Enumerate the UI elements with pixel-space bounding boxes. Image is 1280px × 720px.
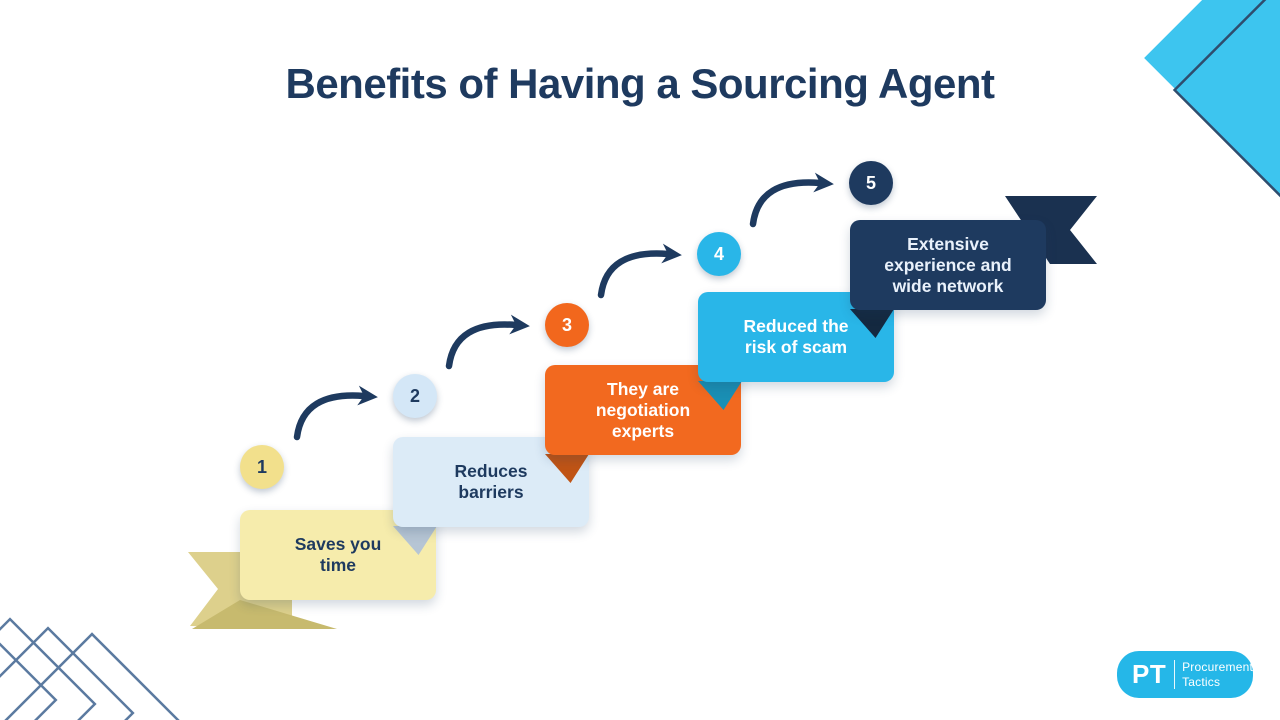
logo-name-line2: Tactics — [1182, 674, 1221, 689]
corner-diamond-outline-decoration — [1172, 0, 1280, 234]
step-number-badge-3: 3 — [545, 303, 589, 347]
line-diamonds-decoration — [0, 617, 186, 720]
step-label-5: Extensive experience and wide network — [884, 233, 1012, 296]
step-number-badge-4: 4 — [697, 232, 741, 276]
step-label-2: Reduces barriers — [454, 461, 528, 502]
step-label-1: Saves you time — [294, 534, 382, 575]
step-number-badge-5: 5 — [849, 161, 893, 205]
ribbon-tail-right — [1005, 196, 1097, 264]
step-label-4: Reduced the risk of scam — [743, 316, 849, 357]
procurement-tactics-logo: PT Procurement Tactics — [1117, 651, 1253, 698]
arrow-step1-to-2 — [293, 385, 378, 441]
step-number-badge-1: 1 — [240, 445, 284, 489]
logo-name-line1: Procurement — [1182, 660, 1253, 675]
ribbon-flag-right — [1005, 196, 1097, 264]
logo-initials: PT — [1132, 659, 1167, 689]
arrow-step2-to-3 — [445, 314, 530, 370]
arrow-step4-to-5 — [749, 172, 834, 228]
step-number-badge-2: 2 — [393, 374, 437, 418]
page-title: Benefits of Having a Sourcing Agent — [285, 60, 995, 107]
step-box-1: Saves you time — [240, 510, 436, 600]
logo-name: Procurement Tactics — [1182, 660, 1253, 689]
logo-divider — [1174, 660, 1176, 689]
arrow-step3-to-4 — [597, 243, 682, 299]
step-box-5: Extensive experience and wide network — [850, 220, 1046, 310]
step-box-4: Reduced the risk of scam — [698, 292, 894, 382]
step-label-3: They are negotiation experts — [595, 378, 691, 441]
ribbon-fold-left — [192, 600, 337, 629]
